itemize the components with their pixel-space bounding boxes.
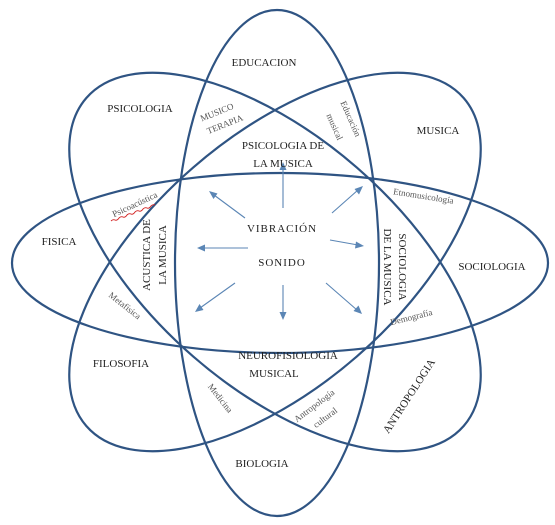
arrowhead-up — [279, 162, 287, 170]
label-etnomusicologia: Etnomusicología — [393, 186, 455, 205]
label-filosofia: FILOSOFIA — [93, 358, 149, 370]
label-acustica-musica-1: ACUSTICA DE — [141, 219, 153, 291]
arrowhead-right — [355, 241, 364, 249]
label-psicologia-musica-2: LA MUSICA — [253, 158, 313, 170]
arrow-down-right — [325, 282, 358, 311]
label-sociologia-musica-2: DE LA MUSICA — [381, 228, 393, 305]
label-neurofisiologia-1: NEUROFISIOLOGIA — [238, 350, 338, 362]
label-sonido: SONIDO — [258, 257, 306, 269]
label-neurofisiologia-2: MUSICAL — [249, 368, 299, 380]
ellipse-diag-musica-filosofia — [68, 71, 482, 453]
label-metafisica: Metafísica — [107, 290, 143, 321]
label-educacion-musical-2: musical — [324, 112, 345, 142]
arrowhead-down-left — [195, 304, 204, 312]
arrowhead-down-right — [353, 305, 362, 314]
label-sociologia-musica-1: SOCIOLOGIA — [396, 233, 408, 300]
center-arrows — [195, 162, 364, 320]
spellcheck-underline — [110, 204, 156, 222]
label-fisica: FISICA — [42, 236, 77, 248]
arrow-up-left — [213, 194, 246, 219]
arrowhead-down — [279, 312, 287, 320]
label-psicologia: PSICOLOGIA — [107, 103, 172, 115]
label-psicoacustica: Psicoacústica — [111, 190, 159, 220]
arrowhead-up-right — [354, 186, 363, 195]
arrowhead-left — [197, 244, 205, 252]
label-psicologia-musica-1: PSICOLOGIA DE — [242, 140, 324, 152]
label-sociologia: SOCIOLOGIA — [458, 261, 525, 273]
label-educacion: EDUCACION — [232, 57, 297, 69]
arrow-up-right — [331, 189, 359, 214]
ellipse-vertical — [173, 8, 381, 518]
label-acustica-musica-2: LA MUSICA — [157, 225, 169, 285]
ellipse-diag-psicologia-antropologia — [68, 71, 482, 453]
label-vibracion: VIBRACIÓN — [247, 223, 317, 235]
label-biologia: BIOLOGIA — [235, 458, 288, 470]
arrow-down-left — [199, 282, 236, 309]
label-antropologia: ANTROPOLOGIA — [381, 357, 438, 436]
label-musica: MUSICA — [417, 125, 460, 137]
label-demografia: Demografía — [389, 307, 433, 327]
ellipse-horizontal — [10, 171, 550, 355]
arrowhead-up-left — [209, 191, 218, 199]
arrow-right — [329, 239, 359, 246]
